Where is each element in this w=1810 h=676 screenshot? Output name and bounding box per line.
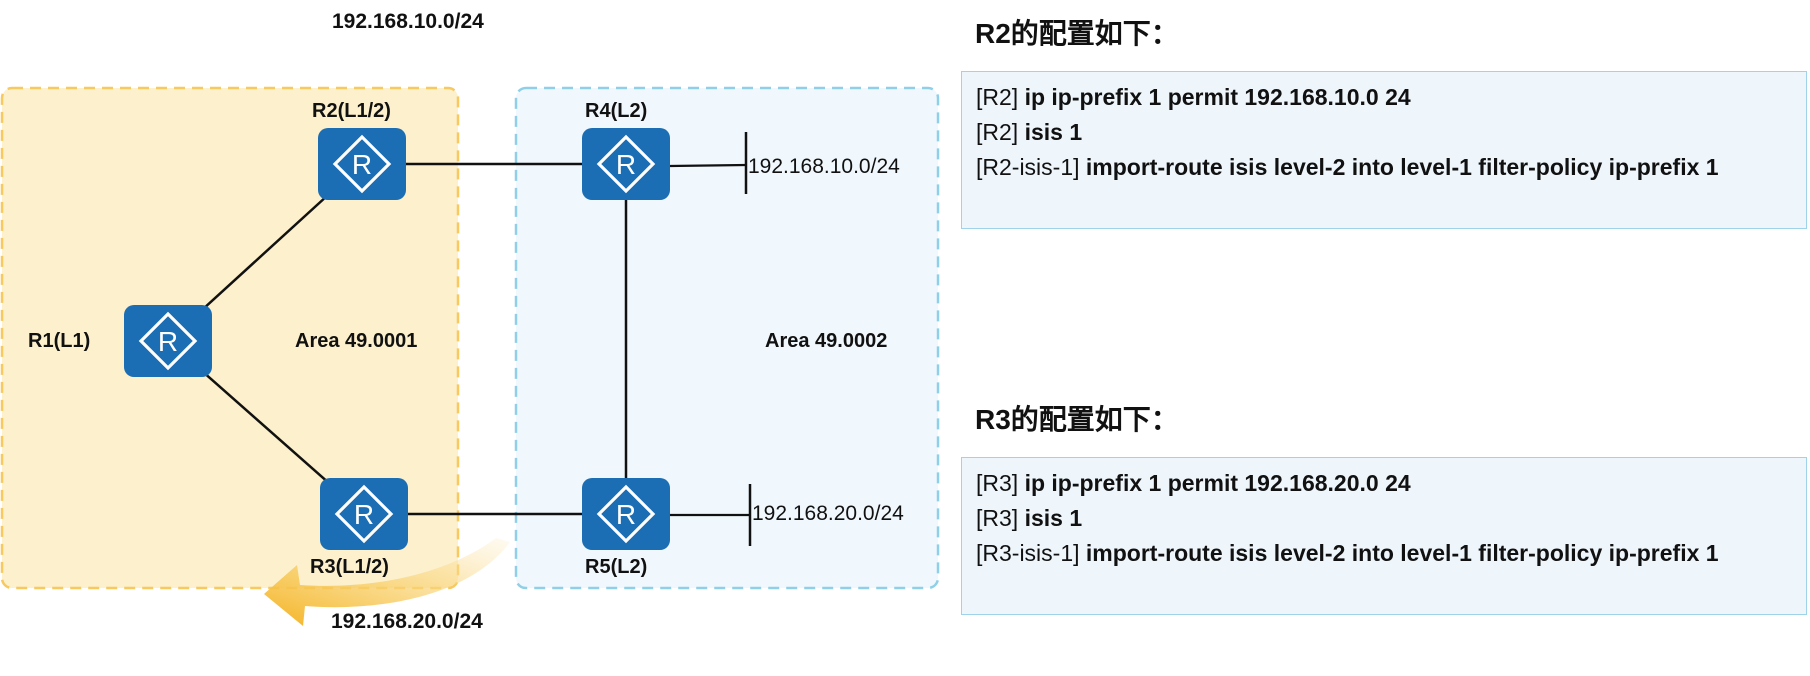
cli-prompt: [R2-isis-1] [976, 154, 1086, 180]
cli-command: import-route isis level-2 into level-1 f… [1085, 540, 1719, 566]
router-body [320, 478, 408, 550]
router-letter: R [354, 499, 374, 530]
node-label-r5: R5(L2) [585, 556, 648, 578]
stub-network-label-r5: 192.168.20.0/24 [752, 502, 904, 525]
r2-config-title: R2的配置如下： [975, 18, 1179, 49]
cli-prompt: [R2] [976, 119, 1025, 145]
r2-config-line: [R2-isis-1] import-route isis level-2 in… [976, 150, 1792, 185]
node-label-r4: R4(L2) [585, 100, 648, 122]
r3-config-line: [R3] isis 1 [976, 501, 1792, 536]
router-body [582, 478, 670, 550]
r3-config-line: [R3] ip ip-prefix 1 permit 192.168.20.0 … [976, 466, 1792, 501]
cli-prompt: [R3] [976, 470, 1025, 496]
cli-prompt: [R3] [976, 505, 1025, 531]
stub-network-label-r4: 192.168.10.0/24 [748, 155, 900, 178]
router-body [318, 128, 406, 200]
router-letter: R [158, 326, 178, 357]
node-label-r1: R1(L1) [28, 330, 91, 352]
router-diamond [334, 484, 394, 544]
r2-config-box: [R2] ip ip-prefix 1 permit 192.168.10.0 … [961, 71, 1807, 229]
cli-command: ip ip-prefix 1 permit 192.168.10.0 24 [1024, 84, 1411, 110]
area-49-0001-box [0, 86, 460, 590]
r3-config-box: [R3] ip ip-prefix 1 permit 192.168.20.0 … [961, 457, 1807, 615]
cli-command: ip ip-prefix 1 permit 192.168.20.0 24 [1024, 470, 1411, 496]
r2-config-line: [R2] ip ip-prefix 1 permit 192.168.10.0 … [976, 80, 1792, 115]
router-icon-r1[interactable]: R [124, 305, 212, 377]
router-letter: R [616, 149, 636, 180]
area-49-0002-box [514, 86, 940, 590]
r3-config-title: R3的配置如下： [975, 404, 1179, 435]
router-letter: R [616, 499, 636, 530]
router-diamond [596, 134, 656, 194]
area-label-49-0001: Area 49.0001 [295, 330, 418, 352]
r2-config-line: [R2] isis 1 [976, 115, 1792, 150]
r3-config-line: [R3-isis-1] import-route isis level-2 in… [976, 536, 1792, 571]
router-diamond [596, 484, 656, 544]
router-icon-r5[interactable]: R [582, 478, 670, 550]
router-icon-r2[interactable]: R [318, 128, 406, 200]
routers: R R R R R [124, 128, 670, 550]
cli-command: isis 1 [1024, 119, 1083, 145]
router-icon-r4[interactable]: R [582, 128, 670, 200]
prefix-label-top: 192.168.10.0/24 [332, 10, 484, 33]
router-letter: R [352, 149, 372, 180]
route-leak-arrow [264, 538, 510, 626]
node-label-r3: R3(L1/2) [310, 556, 389, 578]
router-diamond [332, 134, 392, 194]
cli-prompt: [R3-isis-1] [976, 540, 1086, 566]
router-body [582, 128, 670, 200]
router-body [124, 305, 212, 377]
cli-command: isis 1 [1024, 505, 1083, 531]
router-icon-r3[interactable]: R [320, 478, 408, 550]
cli-prompt: [R2] [976, 84, 1025, 110]
node-label-r2: R2(L1/2) [312, 100, 391, 122]
stub-link-r4 [669, 163, 747, 168]
prefix-label-bottom: 192.168.20.0/24 [331, 610, 483, 633]
router-diamond [138, 311, 198, 371]
area-label-49-0002: Area 49.0002 [765, 330, 888, 352]
cli-command: import-route isis level-2 into level-1 f… [1085, 154, 1719, 180]
